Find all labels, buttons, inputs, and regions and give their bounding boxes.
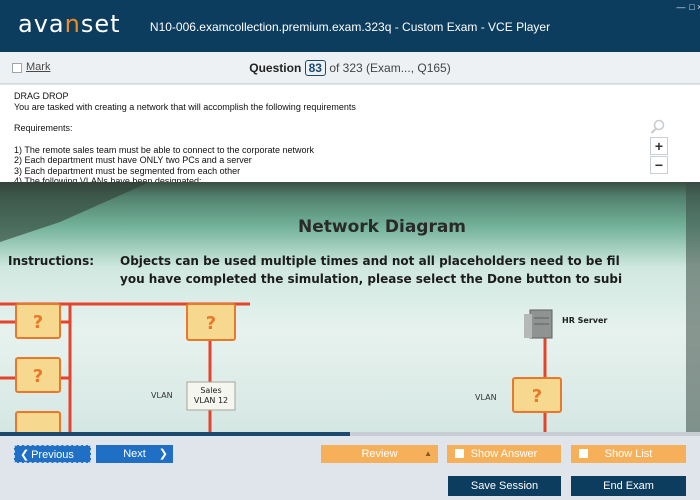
network-diagram: Network Diagram Instructions: Objects ca…: [0, 182, 700, 432]
title-bar: avanset N10-006.examcollection.premium.e…: [0, 0, 700, 52]
hr-server-label: HR Server: [562, 316, 607, 325]
placeholder-slot[interactable]: ?: [186, 303, 236, 341]
exhibit-title: Network Diagram: [298, 217, 466, 237]
sales-label: Sales: [200, 386, 221, 395]
exhibit-image: Network Diagram Instructions: Objects ca…: [0, 182, 700, 432]
placeholder-slot[interactable]: ?: [512, 377, 562, 413]
show-list-checkbox[interactable]: [579, 449, 588, 458]
placeholder-mark: ?: [33, 312, 43, 333]
next-label: Next: [123, 448, 146, 460]
question-line: 3) Each department must be segmented fro…: [14, 165, 241, 176]
instructions-label: Instructions:: [8, 254, 94, 268]
next-button[interactable]: Next ❯: [96, 445, 173, 463]
question-line: 2) Each department must have ONLY two PC…: [14, 155, 252, 165]
network-links: [0, 302, 547, 432]
question-line: [14, 134, 634, 145]
mark-checkbox[interactable]: [12, 63, 22, 73]
placeholder-slot[interactable]: ?: [15, 303, 61, 339]
question-total: of 323 (Exam..., Q165): [329, 61, 451, 75]
chevron-left-icon: ❮: [20, 449, 30, 461]
question-number-input[interactable]: 83: [304, 60, 326, 76]
progress-bar: [0, 432, 700, 436]
show-answer-checkbox[interactable]: [455, 449, 464, 458]
review-button[interactable]: Review ▲: [321, 445, 438, 463]
end-exam-button[interactable]: End Exam: [571, 476, 686, 496]
placeholder-mark: ?: [532, 386, 542, 407]
question-word: Question: [249, 61, 302, 75]
minimize-icon[interactable]: —: [676, 2, 686, 12]
show-list-label: Show List: [604, 448, 653, 460]
zoom-out-button[interactable]: −: [650, 156, 668, 174]
question-counter: Question 83 of 323 (Exam..., Q165): [0, 60, 700, 76]
zoom-search-icon: [650, 119, 666, 135]
question-line: 4) The following VLANs have been designa…: [14, 176, 202, 182]
question-line: Requirements:: [14, 123, 73, 133]
question-line: You are tasked with creating a network t…: [14, 101, 356, 112]
question-bar: Mark Question 83 of 323 (Exam..., Q165): [0, 52, 700, 84]
progress-fill: [0, 432, 350, 436]
show-answer-label: Show Answer: [470, 448, 538, 460]
question-line: [14, 112, 634, 123]
maximize-icon[interactable]: □: [689, 2, 695, 12]
previous-button[interactable]: ❮ Previous: [14, 445, 91, 463]
vlan-left-label: VLAN: [151, 391, 173, 400]
triangle-up-icon: ▲: [424, 449, 432, 458]
close-icon[interactable]: ×: [697, 2, 700, 12]
show-answer-button[interactable]: Show Answer: [447, 445, 561, 463]
zoom-in-button[interactable]: +: [650, 137, 668, 155]
app-logo: avanset: [18, 10, 121, 38]
previous-label: Previous: [31, 449, 74, 461]
show-list-button[interactable]: Show List: [571, 445, 686, 463]
sales-vlan-label: VLAN 12: [194, 396, 228, 405]
review-label: Review: [361, 448, 398, 460]
instructions-line-2: you have completed the simulation, pleas…: [120, 272, 622, 286]
navigation-bar: ❮ Previous Next ❯ Review ▲ Show Answer S…: [0, 436, 700, 500]
question-line: 1) The remote sales team must be able to…: [14, 144, 314, 155]
mark-label[interactable]: Mark: [26, 61, 51, 73]
placeholder-slot[interactable]: [15, 411, 61, 432]
instructions-line-1: Objects can be used multiple times and n…: [120, 254, 620, 268]
placeholder-mark: ?: [33, 366, 43, 387]
placeholder-slot[interactable]: ?: [15, 357, 61, 393]
chevron-right-icon: ❯: [158, 448, 168, 460]
placeholder-mark: ?: [206, 313, 216, 334]
window-title: N10-006.examcollection.premium.exam.323q…: [149, 20, 551, 34]
vlan-right-label: VLAN: [475, 393, 497, 402]
server-icon: [524, 309, 553, 339]
question-line: DRAG DROP: [14, 91, 69, 101]
save-session-button[interactable]: Save Session: [448, 476, 561, 496]
sales-vlan-box: Sales VLAN 12: [186, 381, 236, 411]
